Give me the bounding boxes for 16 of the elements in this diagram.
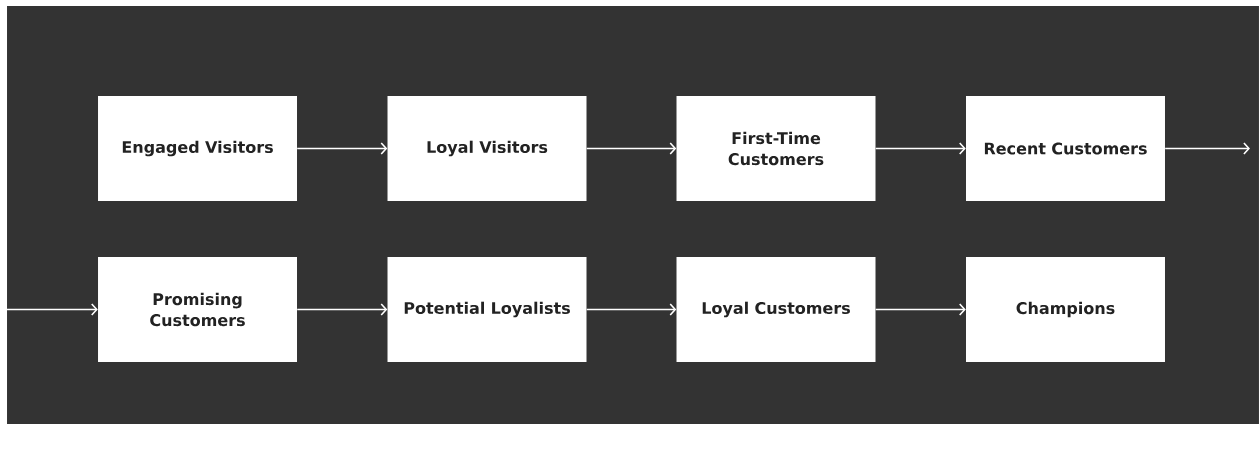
arrow <box>874 142 966 155</box>
arrow <box>874 303 966 316</box>
stage-box: Champions <box>966 257 1165 362</box>
stage-box: Loyal Visitors <box>387 96 587 201</box>
stage-box: Promising Customers <box>98 257 297 362</box>
arrow <box>6 303 98 316</box>
stage-box: Loyal Customers <box>676 257 876 362</box>
arrow <box>296 303 388 316</box>
stage-box: First-Time Customers <box>676 96 876 201</box>
stage-box: Potential Loyalists <box>387 257 587 362</box>
arrow <box>296 142 388 155</box>
arrow <box>585 142 677 155</box>
arrow <box>585 303 677 316</box>
arrow <box>1164 142 1250 155</box>
stage-box: Recent Customers <box>966 96 1165 201</box>
stage-box: Engaged Visitors <box>98 96 297 201</box>
